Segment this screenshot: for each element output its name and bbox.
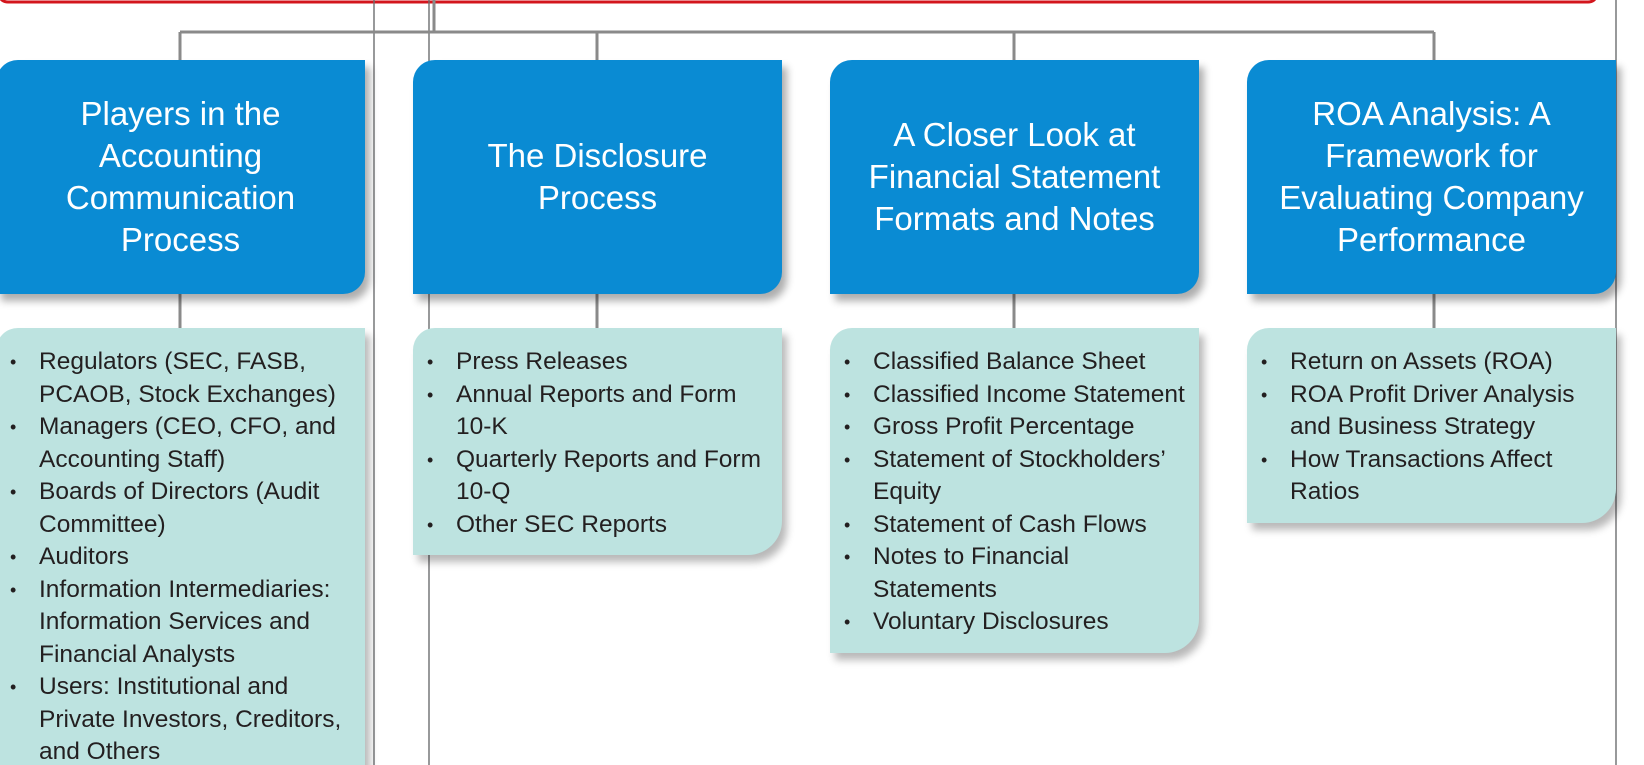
items-box-players: Regulators (SEC, FASB, PCAOB, Stock Exch…: [0, 328, 365, 765]
header-box-statements: A Closer Look at Financial Statement For…: [830, 60, 1199, 294]
header-box-disclosure: The Disclosure Process: [413, 60, 782, 294]
items-list-disclosure: Press Releases Annual Reports and Form 1…: [427, 346, 778, 541]
list-item: Quarterly Reports and Form 10-Q: [427, 444, 778, 509]
list-item: Other SEC Reports: [427, 509, 778, 542]
list-item: Statement of Cash Flows: [844, 509, 1195, 542]
list-item: ROA Profit Driver Analysis and Business …: [1261, 379, 1612, 444]
header-box-roa: ROA Analysis: A Framework for Evaluating…: [1247, 60, 1616, 294]
items-list-players: Regulators (SEC, FASB, PCAOB, Stock Exch…: [10, 346, 361, 765]
top-title-bar-edge: [0, 0, 1597, 4]
header-box-players: Players in the Accounting Communication …: [0, 60, 365, 294]
list-item: Voluntary Disclosures: [844, 606, 1195, 639]
items-box-disclosure: Press Releases Annual Reports and Form 1…: [413, 328, 782, 555]
list-item: Gross Profit Percentage: [844, 411, 1195, 444]
list-item: Statement of Stockholders’ Equity: [844, 444, 1195, 509]
list-item: Return on Assets (ROA): [1261, 346, 1612, 379]
list-item: Press Releases: [427, 346, 778, 379]
list-item: Notes to Financial Statements: [844, 541, 1195, 606]
list-item: Annual Reports and Form 10-K: [427, 379, 778, 444]
list-item: Classified Balance Sheet: [844, 346, 1195, 379]
list-item: Information Intermediaries: Information …: [10, 574, 361, 672]
list-item: Users: Institutional and Private Investo…: [10, 671, 361, 765]
items-box-statements: Classified Balance Sheet Classified Inco…: [830, 328, 1199, 653]
list-item: Regulators (SEC, FASB, PCAOB, Stock Exch…: [10, 346, 361, 411]
header-title-disclosure: The Disclosure Process: [487, 137, 708, 216]
list-item: Boards of Directors (Audit Committee): [10, 476, 361, 541]
header-title-statements: A Closer Look at Financial Statement For…: [868, 116, 1161, 237]
list-item: Classified Income Statement: [844, 379, 1195, 412]
items-list-statements: Classified Balance Sheet Classified Inco…: [844, 346, 1195, 639]
list-item: How Transactions Affect Ratios: [1261, 444, 1612, 509]
header-title-roa: ROA Analysis: A Framework for Evaluating…: [1279, 95, 1584, 258]
items-list-roa: Return on Assets (ROA) ROA Profit Driver…: [1261, 346, 1612, 509]
items-box-roa: Return on Assets (ROA) ROA Profit Driver…: [1247, 328, 1616, 523]
list-item: Managers (CEO, CFO, and Accounting Staff…: [10, 411, 361, 476]
header-title-players: Players in the Accounting Communication …: [65, 95, 296, 258]
list-item: Auditors: [10, 541, 361, 574]
